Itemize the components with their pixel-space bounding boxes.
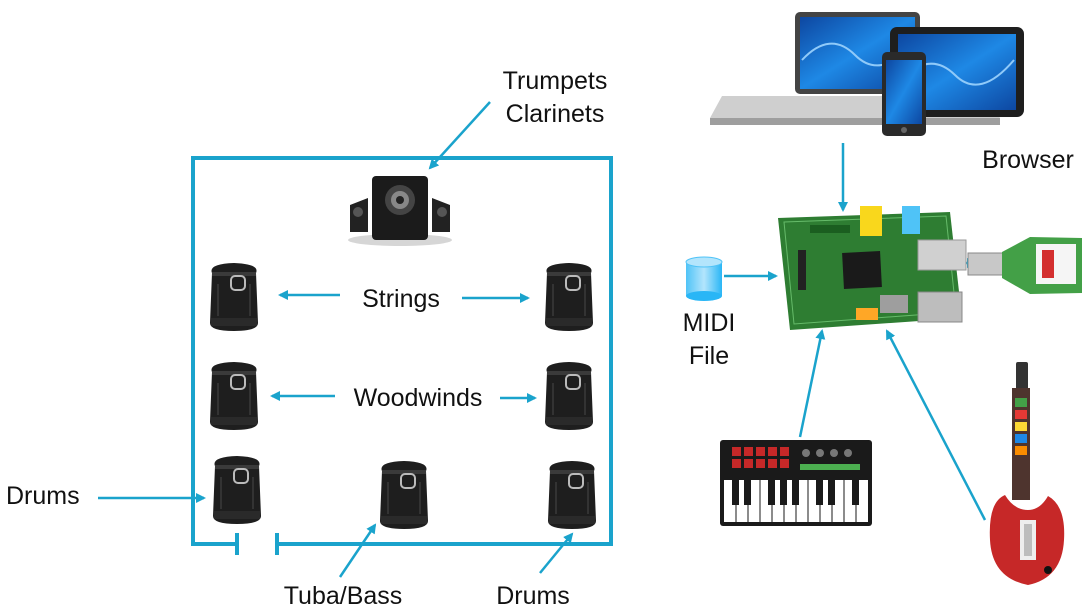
guitar-controller-icon xyxy=(989,362,1065,585)
speaker-icon xyxy=(209,262,259,332)
arrows xyxy=(98,101,987,578)
speaker-icon xyxy=(544,361,594,431)
arrow-tuba xyxy=(338,523,377,578)
speaker-icon xyxy=(379,460,429,530)
file-cylinder-icon xyxy=(685,256,723,301)
label-clarinets: Clarinets xyxy=(506,100,605,128)
phone-icon xyxy=(882,52,926,136)
label-midi: MIDI xyxy=(683,309,736,337)
usb-dongle-icon xyxy=(967,237,1082,294)
label-drums-left: Drums xyxy=(6,482,80,510)
room-frame xyxy=(191,156,613,555)
arrow-guitar xyxy=(885,329,987,521)
arrow-drums-bottom xyxy=(539,532,574,574)
speaker-icon xyxy=(547,460,597,530)
speaker-icon xyxy=(212,455,262,525)
label-trumpets: Trumpets xyxy=(503,67,608,95)
label-woodwinds: Woodwinds xyxy=(354,384,483,412)
label-tuba-bass: Tuba/Bass xyxy=(284,582,403,610)
label-file: File xyxy=(689,342,729,370)
label-browser: Browser xyxy=(982,146,1074,174)
arrow-keyboard xyxy=(798,329,826,438)
midi-keyboard-icon xyxy=(720,440,872,526)
arrow-trumpets xyxy=(428,101,491,170)
speaker-icon xyxy=(544,262,594,332)
label-strings: Strings xyxy=(362,285,440,313)
label-drums-bottom: Drums xyxy=(496,582,570,610)
subwoofer-icon xyxy=(348,176,452,246)
raspberry-pi-icon xyxy=(778,206,967,330)
speaker-icon xyxy=(209,361,259,431)
